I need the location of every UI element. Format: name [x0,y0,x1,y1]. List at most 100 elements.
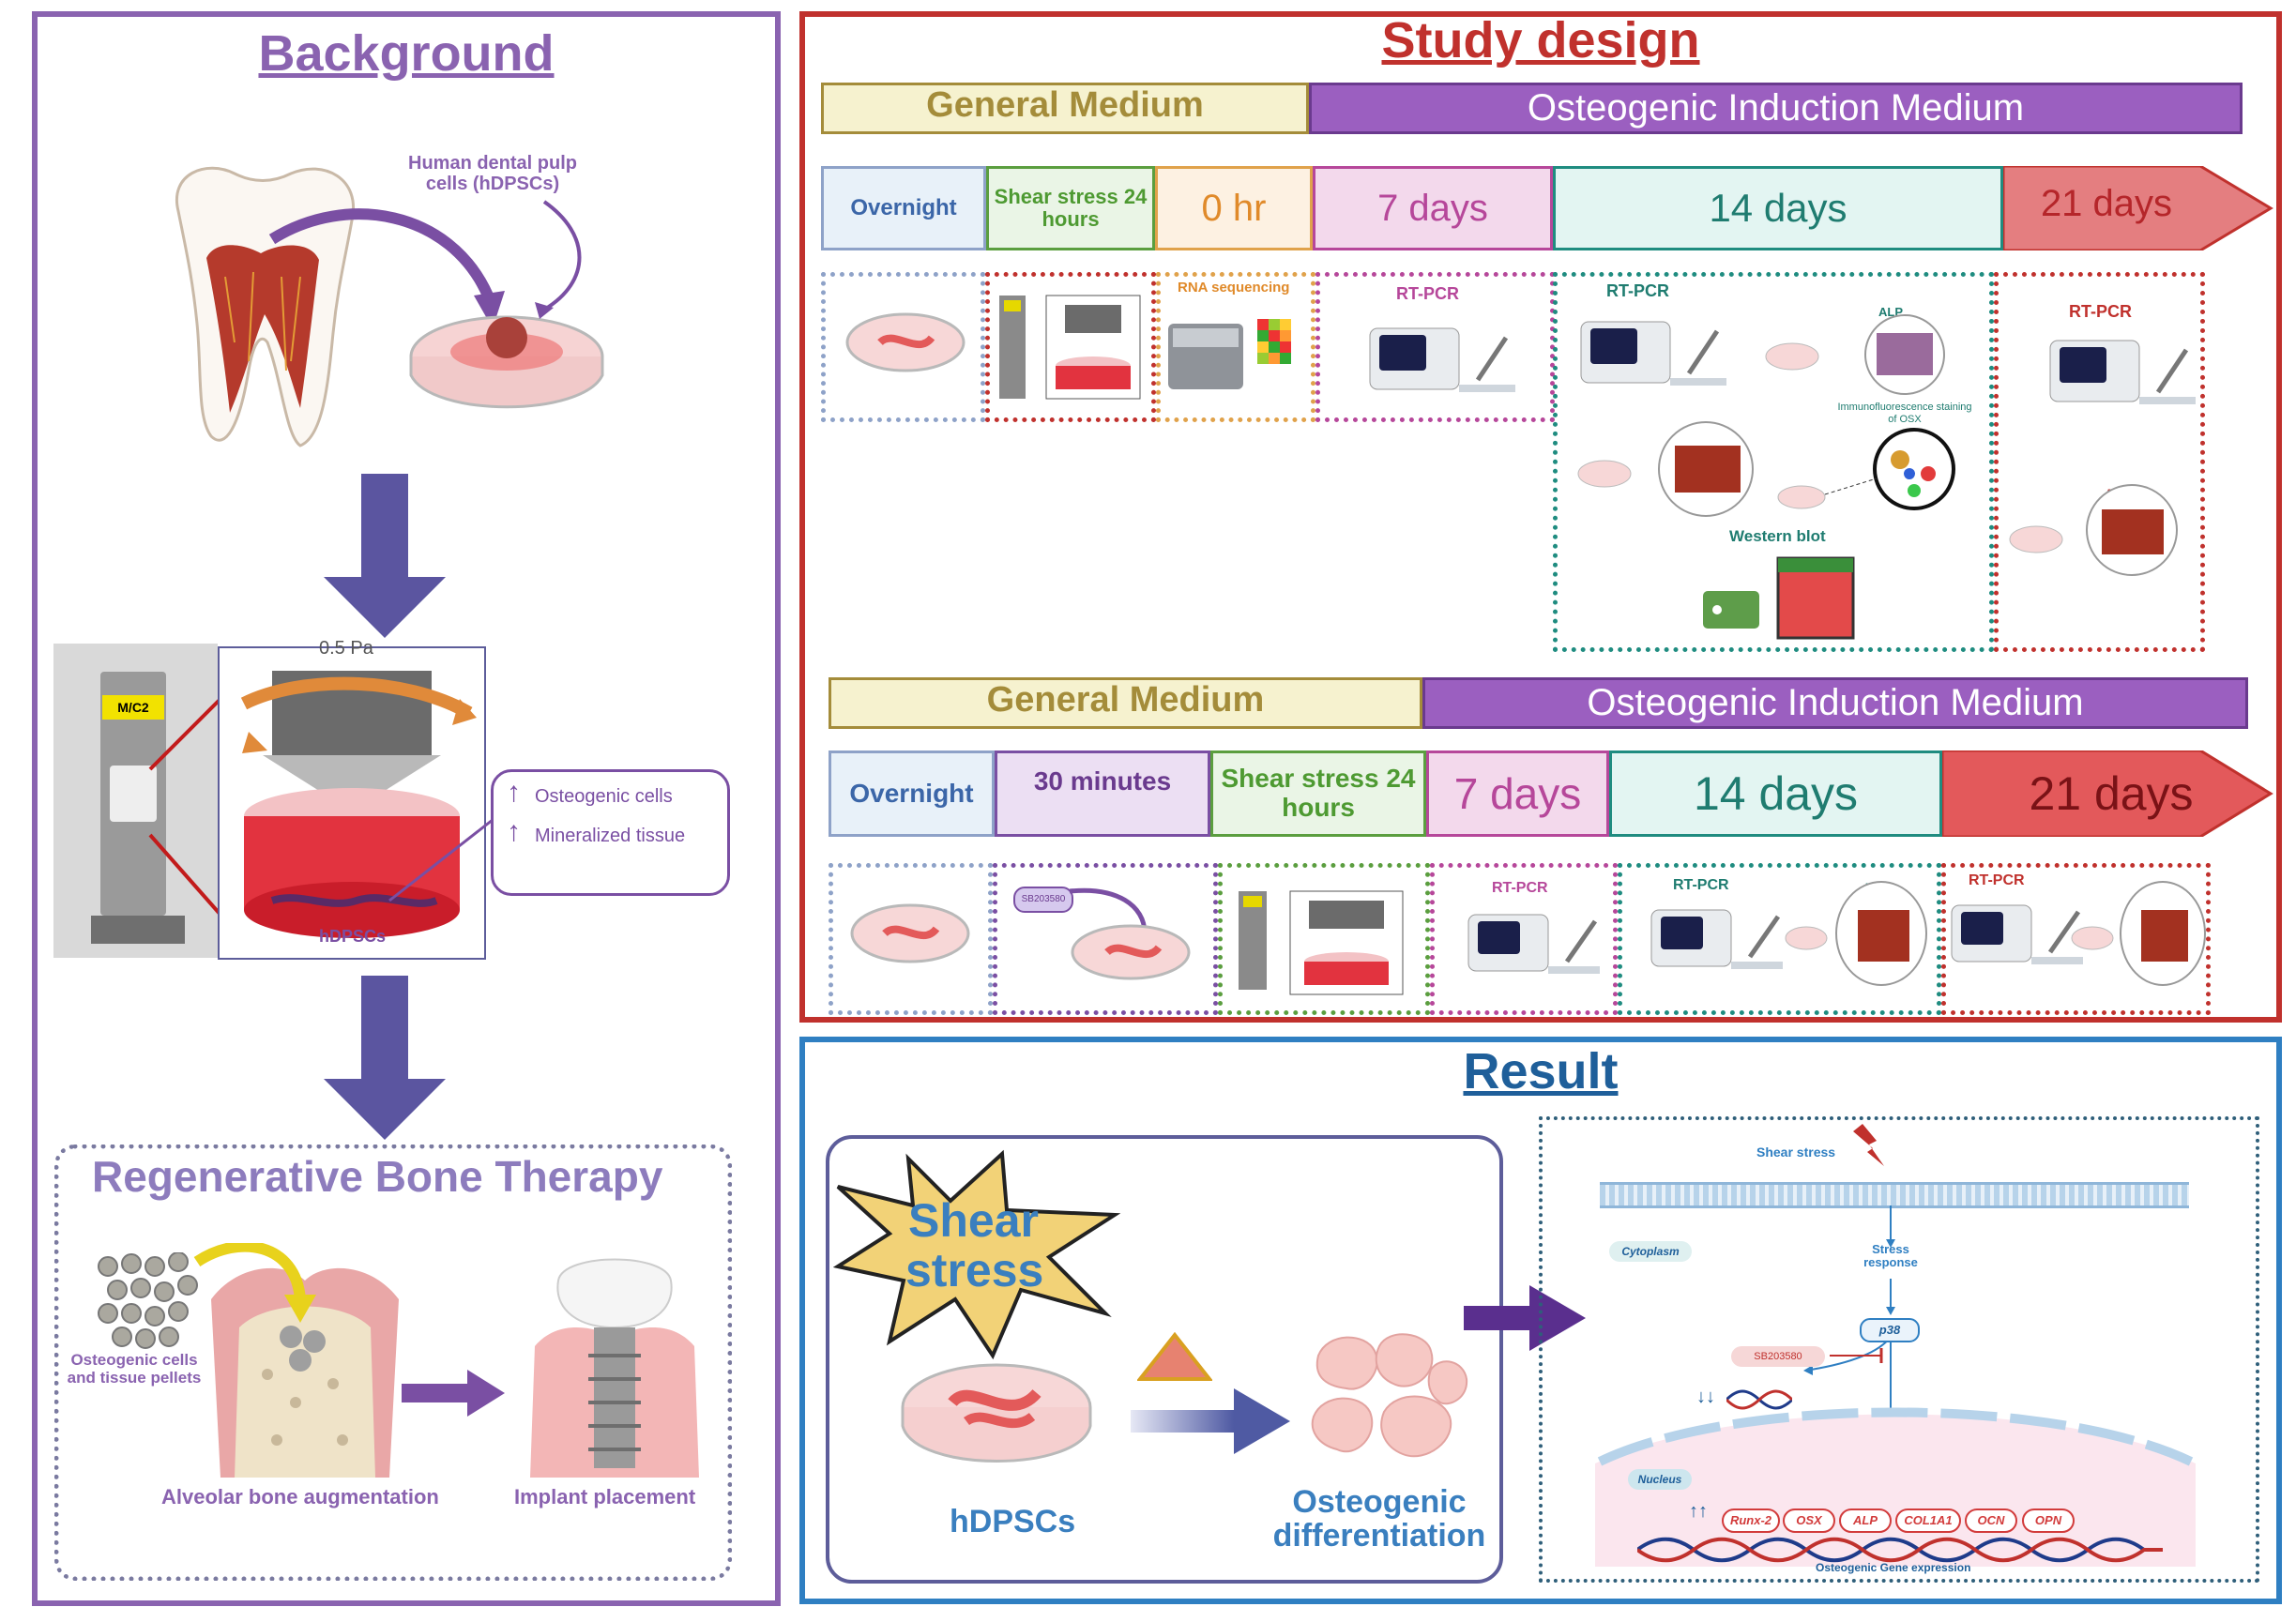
implant-icon [530,1258,699,1478]
outcome-osteogenic-cells: Osteogenic cells [535,786,673,807]
top-box-14days [1553,272,1994,652]
bottom-box-7days [1430,863,1618,1015]
top-14days-ars-icon [1577,421,1754,517]
cytoplasm-tag: Cytoplasm [1609,1241,1692,1262]
result-big-arrow [1464,1285,1586,1351]
top-box-7days [1315,272,1555,422]
bottom-box-shear [1218,863,1430,1015]
down-arrows-glyph: ↓↓ [1696,1387,1715,1407]
pathway-shear-label: Shear stress [1756,1145,1836,1160]
bottom-21days-ars-icon [2071,881,2206,986]
cell-pellets-icon [98,1252,198,1349]
top-timeline-shear: Shear stress 24 hours [986,166,1155,250]
therapy-box [54,1145,732,1581]
top-alp-icon [1765,314,1945,395]
top-sequencer-icon [1168,319,1291,389]
top-timeline-21days-arrow [2003,166,2273,250]
shear-word-1: Shear [908,1194,1039,1247]
bottom-box-21days [1941,863,2211,1015]
gene-col1a1: COL1A1 [1895,1508,1961,1533]
top-if-label: Immunofluorescence staining of OSX [1837,402,1972,425]
bottom-box-overnight [829,863,993,1015]
device-zoom-lines [148,697,222,917]
top-14days-rtpcr: RT-PCR [1606,281,1669,300]
bottom-timeline-21days-arrow [1942,750,2273,837]
bottom-box-inhibitor [993,863,1218,1015]
gene-runx2: Runx-2 [1722,1508,1780,1533]
pressure-label: 0.5 Pa [319,638,373,659]
top-box-shear [985,272,1156,422]
bottom-general-medium-bar: General Medium [829,677,1422,729]
top-21days-ars-icon [2009,484,2178,576]
device-tag: M/C2 [102,695,164,720]
bottom-7days-pcr-machine [1467,914,1600,974]
bottom-14days-rtpcr: RT-PCR [1673,877,1729,893]
top-box-rna [1156,272,1315,422]
top-14days-pcr-machine [1580,321,1726,386]
top-box-overnight [821,272,985,422]
top-overnight-dish [845,312,966,372]
bottom-21days-pcr-machine [1951,904,2083,964]
augmentation-icon [193,1243,399,1478]
bottom-timeline-30min: 30 minutes [995,750,1210,837]
gene-expression-caption: Osteogenic Gene expression [1816,1561,1971,1574]
nucleus-tag: Nucleus [1628,1469,1692,1490]
bottom-timeline-7days: 7 days [1426,750,1609,837]
pathway-box [1539,1116,2259,1583]
shear-starburst [833,1149,1121,1360]
sb203580-tag: SB203580 [1731,1346,1825,1367]
bottom-induction-medium-bar: Osteogenic Induction Medium [1422,677,2248,729]
pulp-arrow [268,208,505,328]
implant-label: Implant placement [514,1485,696,1508]
top-shear-device-icon [999,295,1141,400]
top-induction-medium-bar: Osteogenic Induction Medium [1309,83,2243,134]
bottom-7days-rtpcr: RT-PCR [1492,880,1548,896]
background-title: Background [258,25,555,82]
bottom-timeline-21days: 21 days [2029,766,2194,820]
outcome-up-arrow-2: ↑ [507,816,521,847]
result-cells-label: hDPSCs [950,1504,1076,1539]
augmentation-label: Alveolar bone augmentation [161,1485,439,1508]
top-timeline-14days: 14 days [1553,166,2003,250]
bottom-inhibitor-dish [1069,887,1191,980]
pulp-label-arrow [535,200,582,319]
shear-word-2: stress [905,1244,1044,1296]
top-21days-rtpcr: RT-PCR [2069,302,2132,321]
result-left-box [826,1135,1503,1584]
outcome-box [491,769,730,896]
study-design-title: Study design [1381,12,1700,68]
top-if-icon [1777,428,1955,510]
bottom-box-14days [1618,863,1941,1015]
top-7days-rtpcr: RT-PCR [1396,284,1459,303]
dna-helix-icon [1637,1537,2163,1563]
gene-alp: ALP [1839,1508,1892,1533]
p38-tag: p38 [1860,1318,1920,1342]
cone-plate-icon [240,671,477,938]
result-title: Result [1463,1043,1619,1099]
bottom-21days-rtpcr: RT-PCR [1969,872,2025,888]
therapy-title: Regenerative Bone Therapy [92,1152,663,1201]
top-timeline-0hr: 0 hr [1155,166,1313,250]
top-rna-label: RNA sequencing [1178,280,1290,296]
outcome-connector [388,814,498,902]
pulp-dish-icon [409,315,604,409]
up-arrows-glyph: ↑↑ [1689,1501,1708,1522]
bottom-inhibitor-tag: SB203580 [1013,887,1073,913]
top-western-label: Western blot [1729,527,1826,545]
bottom-shear-device-icon [1239,890,1404,995]
gene-opn: OPN [2022,1508,2075,1533]
top-7days-pcr-machine [1369,327,1515,392]
bottom-overnight-dish [850,903,970,963]
result-dish-icon [901,1363,1092,1463]
gene-osx: OSX [1783,1508,1835,1533]
dna-small-icon [1726,1389,1792,1410]
top-timeline-overnight: Overnight [821,166,986,250]
therapy-right-arrow [402,1370,505,1417]
bottom-timeline-shear: Shear stress 24 hours [1210,750,1426,837]
warning-triangle-icon [1137,1332,1212,1381]
pulp-cells-label: Human dental pulp cells (hDPSCs) [408,153,577,194]
down-arrow-1 [324,474,446,638]
top-western-blot-icon [1703,556,1855,640]
result-outcome-label: Osteogenic differentiation [1272,1484,1486,1554]
tooth-illustration [175,166,355,447]
